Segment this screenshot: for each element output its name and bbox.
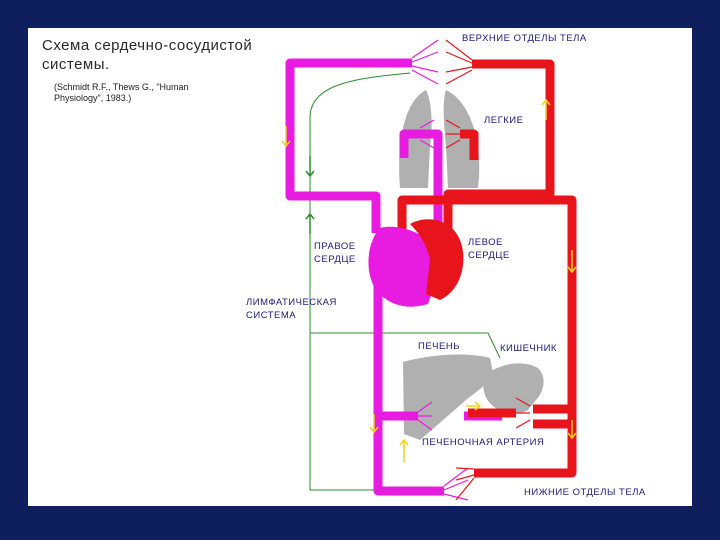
flow-arrow-icon: [399, 438, 409, 462]
flow-arrow-icon: [281, 126, 291, 148]
lymph-arrow-icon: [305, 212, 315, 234]
flow-arrow-icon: [466, 401, 482, 411]
flow-arrow-icon: [541, 98, 551, 120]
flow-arrow-icon: [567, 250, 577, 274]
label-upper-body: ВЕРХНИЕ ОТДЕЛЫ ТЕЛА: [462, 33, 587, 44]
citation: (Schmidt R.F., Thews G., "Human Physiolo…: [54, 82, 189, 103]
arterial-vessels: [397, 59, 577, 478]
label-lymphatic: ЛИМФАТИЧЕСКАЯ СИСТЕМА: [246, 297, 337, 321]
circulation-diagram: [281, 39, 577, 501]
flow-arrow-icon: [567, 420, 577, 440]
slide: Схема сердечно-сосудистой системы. (Schm…: [28, 28, 692, 506]
lymph-arrows: [305, 156, 315, 234]
label-lower-body: НИЖНИЕ ОТДЕЛЫ ТЕЛА: [524, 487, 646, 498]
label-intestine: КИШЕЧНИК: [500, 343, 557, 354]
label-lungs: ЛЕГКИЕ: [484, 115, 524, 126]
right-heart-chamber: [368, 226, 438, 307]
lungs-organ: [399, 90, 480, 188]
heart: [368, 219, 464, 307]
intestine-organ: [483, 363, 544, 414]
capillary-beds: [411, 39, 531, 501]
liver-organ: [403, 354, 494, 440]
lymph-arrow-icon: [305, 156, 315, 178]
flow-arrows: [281, 98, 577, 462]
label-hepatic-artery: ПЕЧЕНОЧНАЯ АРТЕРИЯ: [422, 437, 545, 448]
left-heart-chamber: [410, 219, 464, 300]
flow-arrow-icon: [369, 414, 379, 434]
diagram-title: Схема сердечно-сосудистой системы.: [42, 37, 253, 73]
label-left-heart: ЛЕВОЕ СЕРДЦЕ: [468, 237, 510, 261]
label-right-heart: ПРАВОЕ СЕРДЦЕ: [314, 241, 356, 265]
label-liver: ПЕЧЕНЬ: [418, 341, 460, 352]
